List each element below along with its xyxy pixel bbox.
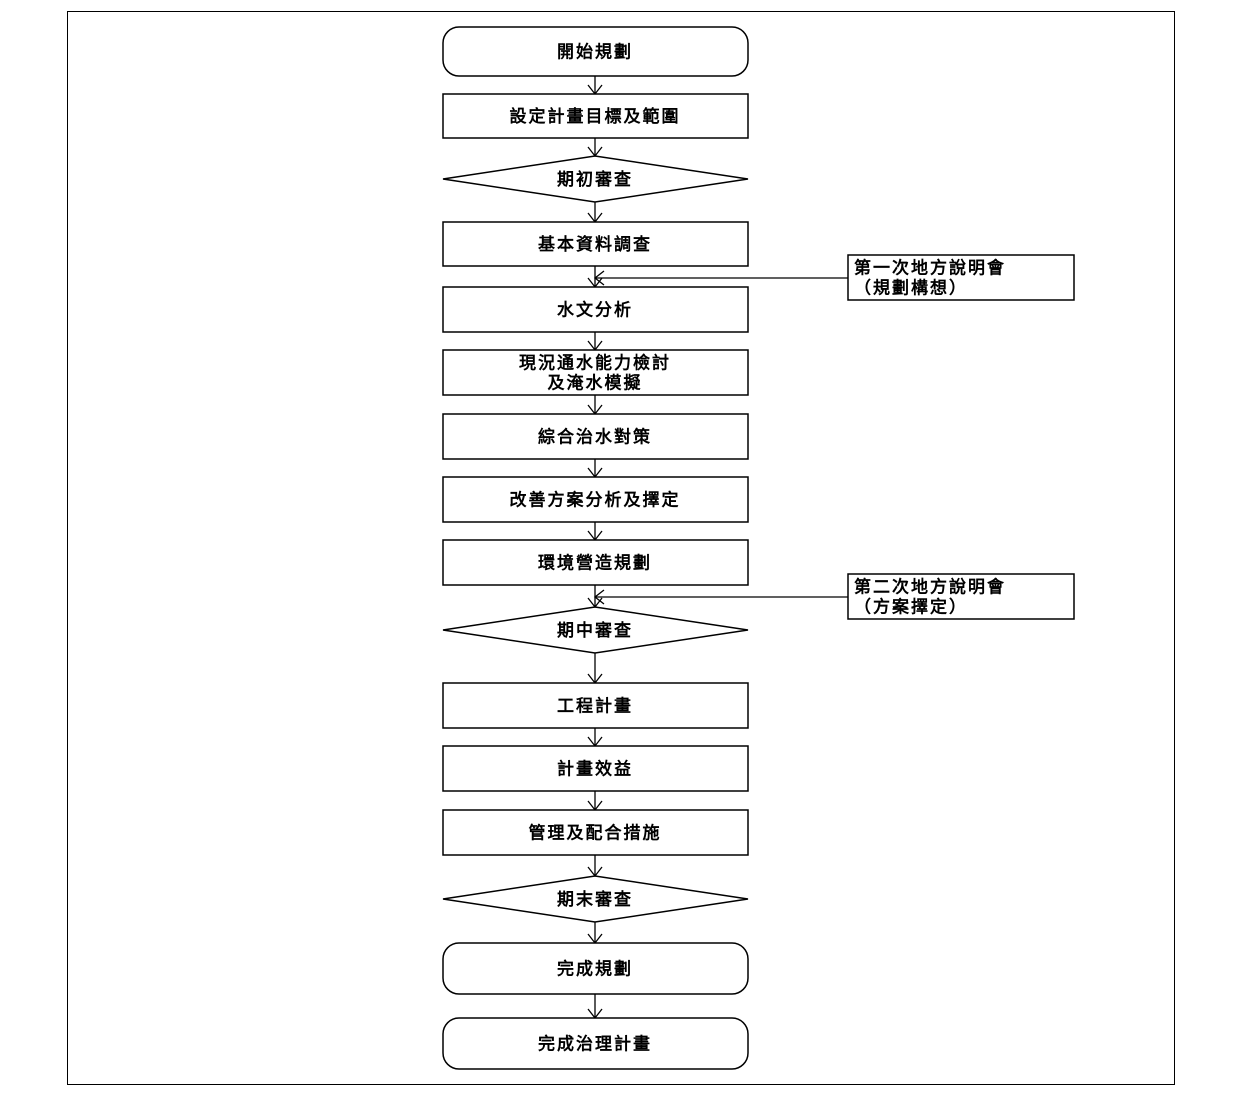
node-label: 綜合治水對策 [538,427,652,448]
side-note-meeting1: 第一次地方說明會（規劃構想） [593,254,1075,301]
process-box [442,539,749,586]
node-label: 完成治理計畫 [538,1034,652,1055]
process-box [442,682,749,729]
node-done: 完成規劃 [442,942,749,995]
node-start: 開始規劃 [442,26,749,77]
diagram-frame [67,11,1175,1085]
node-final: 完成治理計畫 [442,1017,749,1070]
note-label: 第一次地方說明會 [854,258,1006,279]
node-review3: 期末審查 [442,875,749,923]
node-label: 基本資料調查 [537,234,652,255]
node-benefit: 計畫效益 [442,745,749,792]
node-label: 完成規劃 [557,959,633,980]
process-box [442,413,749,460]
node-review1: 期初審查 [442,155,749,203]
note-box [847,254,1075,301]
decision-diamond [442,155,749,203]
node-label: 及淹水模擬 [548,373,643,394]
node-label: 改善方案分析及擇定 [510,490,681,511]
node-goal: 設定計畫目標及範圍 [442,93,749,139]
process-box [442,349,749,396]
process-box [442,809,749,856]
note-label: （規劃構想） [854,278,968,299]
node-hydro: 水文分析 [442,286,749,333]
node-measures: 綜合治水對策 [442,413,749,460]
node-label: 管理及配合措施 [529,823,662,844]
process-box [442,286,749,333]
decision-diamond [442,875,749,923]
note-box [847,573,1075,620]
node-label: 期初審查 [557,169,633,190]
node-environment: 環境營造規劃 [442,539,749,586]
side-note-meeting2: 第二次地方說明會（方案擇定） [593,573,1075,620]
node-label: 環境營造規劃 [538,553,652,574]
terminal-shape [442,26,749,77]
arrow-head-icon [593,270,605,286]
process-box [442,476,749,523]
node-label: 現況通水能力檢討 [519,353,671,374]
process-box [442,745,749,792]
node-plan-select: 改善方案分析及擇定 [442,476,749,523]
node-survey: 基本資料調查 [442,221,749,267]
note-label: （方案擇定） [854,597,968,618]
terminal-shape [442,942,749,995]
node-label: 期末審查 [557,889,633,910]
node-label: 期中審查 [557,620,633,641]
node-label: 計畫效益 [557,759,633,780]
node-review2: 期中審查 [442,606,749,654]
node-label: 水文分析 [557,300,633,321]
node-label: 設定計畫目標及範圍 [510,106,681,127]
node-label: 開始規劃 [557,42,633,63]
arrow-head-icon [593,589,605,605]
decision-diamond [442,606,749,654]
process-box [442,93,749,139]
process-box [442,221,749,267]
node-label: 工程計畫 [557,696,633,717]
node-engineering: 工程計畫 [442,682,749,729]
terminal-shape [442,1017,749,1070]
note-label: 第二次地方說明會 [854,577,1006,598]
node-management: 管理及配合措施 [442,809,749,856]
